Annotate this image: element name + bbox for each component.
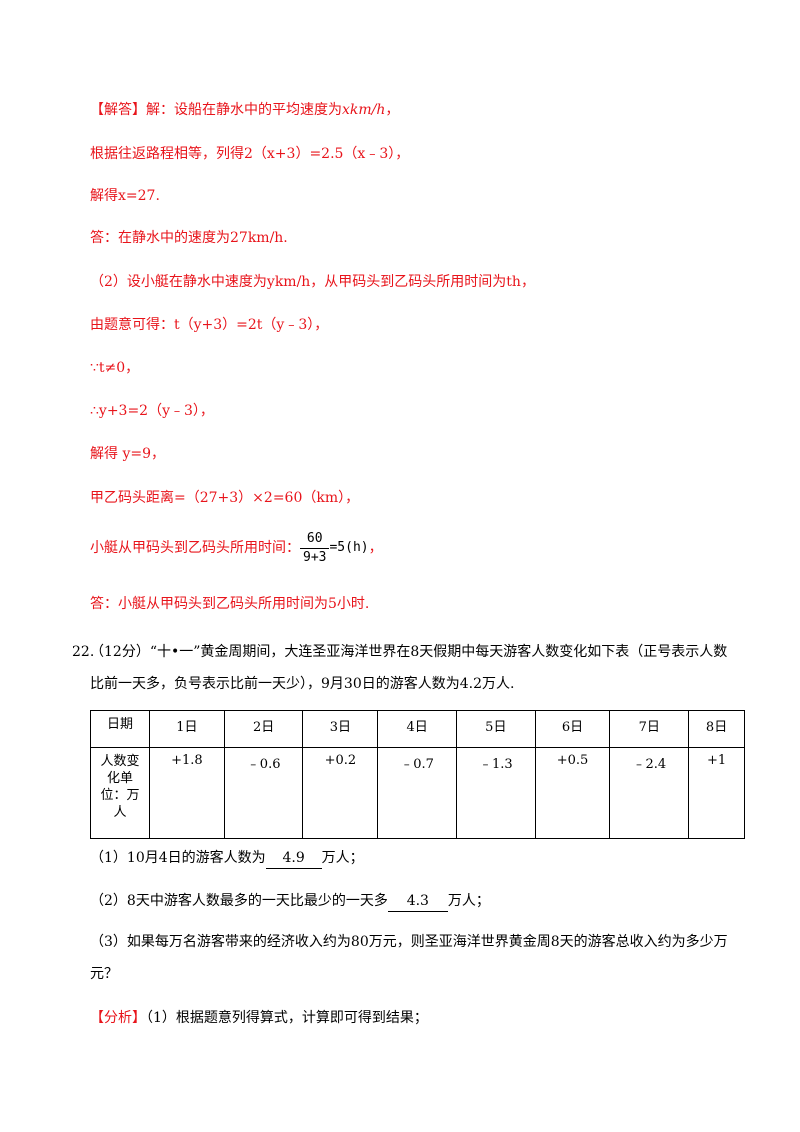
solution-line-1: 【解答】解：设船在静水中的平均速度为xkm/h， xyxy=(90,102,400,118)
solution-line-5: （2）设小艇在静水中速度为ykm/h，从甲码头到乙码头所用时间为th， xyxy=(90,274,535,290)
table-cell: ﹣0.7 xyxy=(377,747,457,839)
solution-line-7: ∵t≠0， xyxy=(90,360,140,376)
table-header-cell: 8日 xyxy=(688,710,745,748)
table-cell: +1 xyxy=(688,747,745,839)
table-header-cell: 1日 xyxy=(149,710,225,748)
table-header-cell: 5日 xyxy=(455,710,536,748)
question-text: （12分）“十•一”黄金周期间，大连圣亚海洋世界在8天假期中每天游客人数变化如下… xyxy=(90,644,728,692)
solution-line-10: 甲乙码头距离=（27+3）×2=60（km）， xyxy=(90,490,360,506)
solution-line-9: 解得 y=9， xyxy=(90,446,165,462)
table-header-cell: 3日 xyxy=(302,710,379,748)
solution-line-6: 由题意可得：t（y+3）=2t（y﹣3）， xyxy=(90,317,329,333)
answer-blank-1: 4.9 xyxy=(265,848,322,869)
table-cell: +0.2 xyxy=(302,747,379,839)
question-number: 22. xyxy=(72,644,95,660)
table-header-cell: 4日 xyxy=(377,710,457,748)
table-header-cell: 7日 xyxy=(609,710,690,748)
table-header-row: 日期 1日 2日 3日 4日 5日 6日 7日 8日 xyxy=(90,710,745,748)
question-part-3: （3）如果每万名游客带来的经济收入约为80万元，则圣亚海洋世界黄金周8天的游客总… xyxy=(90,934,728,982)
table-cell: ﹣2.4 xyxy=(609,747,690,839)
table-header-cell: 6日 xyxy=(534,710,611,748)
solution-line-2: 根据往返路程相等，列得2（x+3）=2.5（x﹣3）， xyxy=(90,146,410,162)
table-cell: +0.5 xyxy=(534,747,611,839)
table-cell: ﹣1.3 xyxy=(455,747,536,839)
answer-blank-2: 4.3 xyxy=(387,891,448,912)
solution-tag: 【解答】 xyxy=(90,102,146,118)
table-cell: +1.8 xyxy=(149,747,225,839)
analysis-line: 【分析】（1）根据题意列得算式，计算即可得到结果； xyxy=(90,1010,428,1026)
solution-line-8: ∴y+3=2（y﹣3）， xyxy=(90,403,214,419)
solution-line-12: 答：小艇从甲码头到乙码头所用时间为5小时. xyxy=(90,596,370,612)
analysis-tag: 【分析】 xyxy=(90,1010,146,1026)
table-header-cell: 日期 xyxy=(90,710,150,748)
table-header-cell: 2日 xyxy=(223,710,304,748)
solution-line-4: 答：在静水中的速度为27km/h. xyxy=(90,230,288,246)
data-table: 日期 1日 2日 3日 4日 5日 6日 7日 8日 人数变化单位：万人 +1.… xyxy=(90,710,745,839)
table-row-label: 人数变化单位：万人 xyxy=(90,747,150,839)
table-cell: ﹣0.6 xyxy=(223,747,304,839)
table-row: 人数变化单位：万人 +1.8 ﹣0.6 +0.2 ﹣0.7 ﹣1.3 +0.5 … xyxy=(90,747,745,839)
solution-line-3: 解得x=27. xyxy=(90,188,160,204)
